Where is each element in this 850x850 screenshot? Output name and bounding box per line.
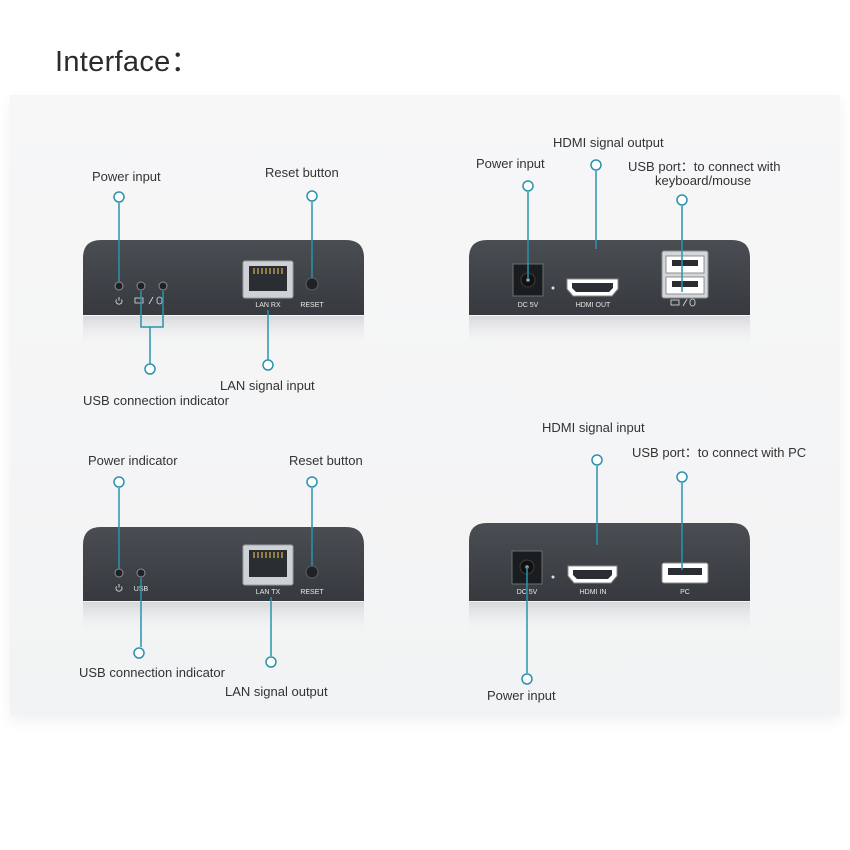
callout-dot [676,471,688,483]
label-usb-port-keyboard-line1: USB port：to connect with [628,159,781,174]
device-3-usb-led [136,568,146,578]
device-4-hdmi-transmitter: DC 5V HDMI IN PC [469,454,750,685]
label-power-input: Power input [476,156,545,171]
label-usb-connection-indicator: USB connection indicator [79,665,225,680]
callout-dot [113,476,125,488]
device-4-body [469,523,750,601]
callout-dot [590,159,602,171]
device-4-reflection [469,602,750,636]
callout-dot [306,476,318,488]
power-symbol-icon [115,584,123,592]
label-power-input: Power input [487,688,556,703]
device-3-power-led [114,568,124,578]
callout-dot [591,454,603,466]
label-reset-button: Reset button [289,453,363,468]
keyboard-mouse-icon [670,298,696,307]
label-usb-port-keyboard-line2: keyboard/mouse [655,173,752,188]
device-4-hdmi-label: HDMI IN [580,589,607,596]
device-4-pc-label: PC [680,589,690,596]
device-1-lan-receiver: LAN RX RESET [83,190,364,375]
device-3-lan-port-label: LAN TX [256,589,281,596]
device-3-reset-label: RESET [300,589,324,596]
device-1-reset-button [305,277,319,291]
callout-dot [265,656,277,668]
device-3-body [83,527,364,601]
device-2-reflection [469,316,750,350]
device-3-reset-button [305,565,319,579]
label-hdmi-signal-input: HDMI signal input [542,420,645,435]
device-1-lan-port-label: LAN RX [255,302,281,309]
keyboard-mouse-icon [134,296,163,305]
label-lan-signal-input: LAN signal input [220,378,315,393]
device-2-dc-label: DC 5V [518,302,539,309]
device-2-hdmi-receiver: DC 5V HDMI OUT [469,159,750,350]
label-reset-button: Reset button [265,165,339,180]
callout-dot [262,359,274,371]
label-power-indicator: Power indicator [88,453,178,468]
label-usb-connection-indicator: USB connection indicator [83,393,229,408]
device-1-reset-label: RESET [300,302,324,309]
device-1-reflection [83,316,364,350]
label-lan-signal-output: LAN signal output [225,684,328,699]
page-title: Interface： [55,46,200,78]
callout-dot [306,190,318,202]
device-1-power-led [114,281,124,291]
callout-dot [144,363,156,375]
device-2-hdmi-label: HDMI OUT [576,302,611,309]
device-3-reflection [83,602,364,636]
callout-dot [113,191,125,203]
device-1-usb-led-2 [158,281,168,291]
callout-dot [521,673,533,685]
callout-dot [133,647,145,659]
power-symbol-icon [115,297,123,305]
callout-dot [676,194,688,206]
device-3-lan-transmitter: USB LAN TX RESET [83,476,364,668]
device-1-usb-led-1 [136,281,146,291]
label-hdmi-signal-output: HDMI signal output [553,135,664,150]
label-usb-port-pc: USB port：to connect with PC [632,445,807,460]
callout-dot [522,180,534,192]
device-1-body [83,240,364,315]
label-power-input: Power input [92,169,161,184]
